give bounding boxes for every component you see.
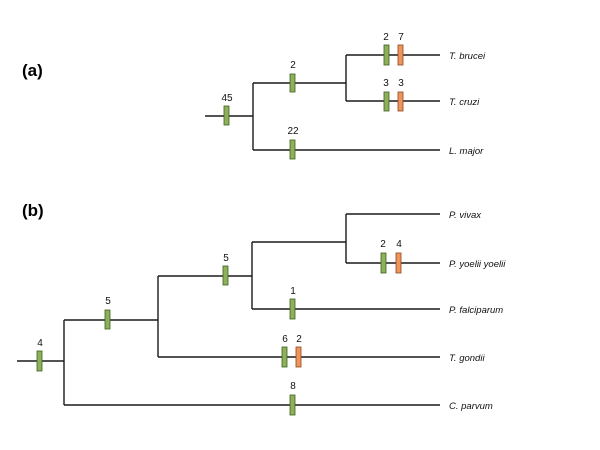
panel-b: (b) 4 5 5 2 4 1 6 2 bbox=[17, 201, 506, 416]
b-pyoelii-green-count: 2 bbox=[380, 239, 386, 250]
taxon-pyoelii: P. yoelii yoelii bbox=[449, 259, 506, 270]
b-tgondii-green-count: 6 bbox=[282, 334, 288, 345]
b-pyoelii-green-marker bbox=[380, 252, 387, 274]
a-tryp-count: 2 bbox=[290, 60, 296, 71]
a-root-marker bbox=[223, 105, 230, 126]
b-plasmodium-marker bbox=[222, 265, 229, 286]
a-root-count: 45 bbox=[221, 93, 233, 104]
taxon-cparvum: C. parvum bbox=[449, 401, 493, 412]
a-tbrucei-green-marker bbox=[383, 44, 390, 66]
panel-a-label: (a) bbox=[22, 61, 43, 80]
b-pfalciparum-count: 1 bbox=[290, 286, 296, 297]
b-root-count: 4 bbox=[37, 338, 43, 349]
panel-a: (a) 45 2 2 7 3 3 22 T. brucei T. cruzi L… bbox=[22, 32, 486, 160]
a-tbrucei-orange-marker bbox=[397, 44, 404, 66]
panel-b-label: (b) bbox=[22, 201, 44, 220]
b-plasmodium-count: 5 bbox=[223, 253, 229, 264]
a-lmajor-count: 22 bbox=[287, 126, 299, 137]
b-n1-count: 5 bbox=[105, 296, 111, 307]
b-tgondii-orange-count: 2 bbox=[296, 334, 302, 345]
a-tcruzi-orange-marker bbox=[397, 91, 404, 112]
b-cparvum-marker bbox=[289, 394, 296, 416]
b-pyoelii-orange-marker bbox=[395, 252, 402, 274]
taxon-lmajor: L. major bbox=[449, 146, 484, 157]
b-tgondii-orange-marker bbox=[295, 346, 302, 368]
taxon-pvivax: P. vivax bbox=[449, 210, 482, 221]
a-tbrucei-orange-count: 7 bbox=[398, 32, 404, 43]
panel-a-branches bbox=[205, 54, 440, 151]
taxon-tcruzi: T. cruzi bbox=[449, 97, 480, 108]
panel-b-branches bbox=[17, 213, 440, 406]
b-cparvum-count: 8 bbox=[290, 381, 296, 392]
b-n1-marker bbox=[104, 309, 111, 330]
b-root-marker bbox=[36, 350, 43, 372]
b-pyoelii-orange-count: 4 bbox=[396, 239, 402, 250]
a-lmajor-marker bbox=[289, 139, 296, 160]
a-tryp-marker bbox=[289, 73, 296, 93]
b-tgondii-green-marker bbox=[281, 346, 288, 368]
taxon-tbrucei: T. brucei bbox=[449, 51, 486, 62]
a-tcruzi-green-count: 3 bbox=[383, 78, 389, 89]
taxon-pfalciparum: P. falciparum bbox=[449, 305, 503, 316]
a-tcruzi-green-marker bbox=[383, 91, 390, 112]
b-pfalciparum-marker bbox=[289, 298, 296, 320]
a-tbrucei-green-count: 2 bbox=[383, 32, 389, 43]
taxon-tgondii: T. gondii bbox=[449, 353, 485, 364]
a-tcruzi-orange-count: 3 bbox=[398, 78, 404, 89]
